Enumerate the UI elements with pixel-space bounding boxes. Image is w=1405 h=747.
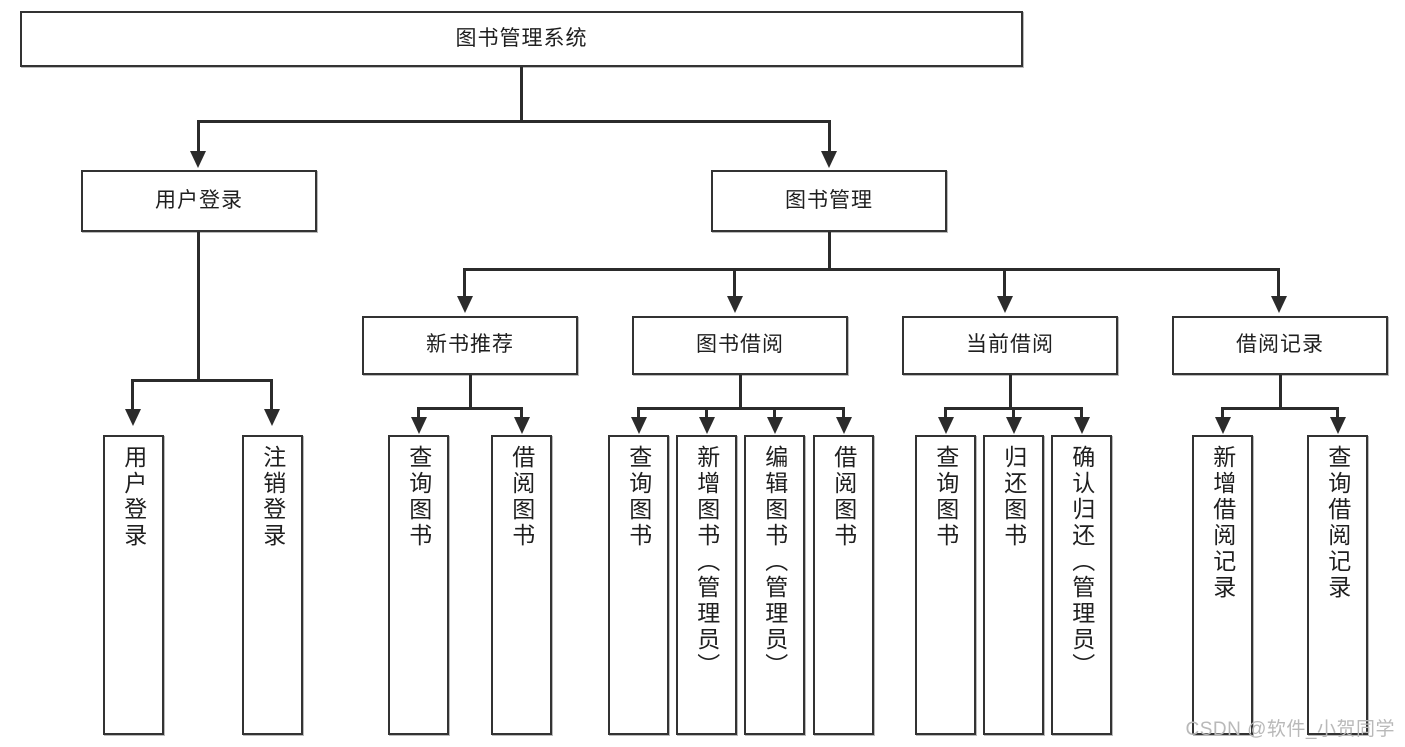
node-label: 查询图书 [625,445,652,549]
node-current-borrow[interactable]: 当前借阅 [902,316,1118,375]
connector-borrow-record-bus [1221,407,1339,410]
node-borrow-record[interactable]: 借阅记录 [1172,316,1388,375]
leaf-borrow-record-add[interactable]: 新增借阅记录 [1192,435,1253,735]
arrowhead-user-login-leaf-1 [125,409,141,426]
node-label: 新书推荐 [426,333,514,357]
arrowhead-book-manage [821,151,837,168]
node-book-manage[interactable]: 图书管理 [711,170,947,232]
node-label: 注销登录 [259,445,286,549]
leaf-current-borrow-return[interactable]: 归还图书 [983,435,1044,735]
node-label: 借阅图书 [830,445,857,549]
watermark-text: CSDN @软件_小贺同学 [1185,719,1395,740]
leaf-book-borrow-borrow[interactable]: 借阅图书 [813,435,874,735]
node-label: 查询借阅记录 [1324,445,1351,601]
arrowhead-borrow-record-leaf-2 [1330,417,1346,434]
connector-new-book-child-1 [417,407,420,419]
connector-current-borrow-child-1 [944,407,947,419]
connector-borrow-record-child-2 [1336,407,1339,419]
connector-user-login-child-2 [270,379,273,411]
connector-current-borrow-stem [1009,375,1012,410]
connector-root-to-book-manage [828,120,831,153]
connector-book-borrow-bus [637,407,845,410]
connector-user-login-stem [197,232,200,382]
arrowhead-borrow-record-leaf-1 [1215,417,1231,434]
arrowhead-new-book-leaf-2 [514,417,530,434]
connector-new-book-child-2 [520,407,523,419]
leaf-current-borrow-confirm-return[interactable]: 确认归还（管理员） [1051,435,1112,735]
node-label: 借阅记录 [1236,333,1324,357]
connector-user-login-bus [131,379,272,382]
connector-book-borrow-stem [739,375,742,410]
arrowhead-current-borrow-leaf-1 [938,417,954,434]
connector-new-book-stem [469,375,472,410]
node-label: 图书管理系统 [455,26,588,50]
connector-book-borrow-child-3 [773,407,776,419]
node-label: 确认归还（管理员） [1068,445,1095,679]
node-label: 归还图书 [1000,445,1027,549]
arrowhead-book-borrow [727,296,743,313]
node-label: 用户登录 [120,445,147,549]
connector-new-book-bus [417,407,523,410]
leaf-new-book-query[interactable]: 查询图书 [388,435,449,735]
connector-to-new-book [463,268,466,298]
connector-to-book-borrow [733,268,736,298]
node-label: 查询图书 [405,445,432,549]
connector-current-borrow-child-3 [1080,407,1083,419]
leaf-user-login-logout[interactable]: 注销登录 [242,435,303,735]
node-book-borrow[interactable]: 图书借阅 [632,316,848,375]
leaf-current-borrow-query[interactable]: 查询图书 [915,435,976,735]
node-label: 借阅图书 [508,445,535,549]
leaf-new-book-borrow[interactable]: 借阅图书 [491,435,552,735]
node-root-system[interactable]: 图书管理系统 [20,11,1023,67]
leaf-user-login-login[interactable]: 用户登录 [103,435,164,735]
arrowhead-user-login [190,151,206,168]
node-new-book-recommend[interactable]: 新书推荐 [362,316,578,375]
connector-current-borrow-child-2 [1012,407,1015,419]
node-label: 新增借阅记录 [1209,445,1236,601]
node-label: 当前借阅 [966,333,1054,357]
leaf-book-borrow-add[interactable]: 新增图书（管理员） [676,435,737,735]
node-label: 查询图书 [932,445,959,549]
arrowhead-book-borrow-leaf-3 [767,417,783,434]
connector-root-bus [197,120,831,123]
connector-borrow-record-child-1 [1221,407,1224,419]
arrowhead-user-login-leaf-2 [264,409,280,426]
connector-book-manage-stem [828,232,831,270]
arrowhead-current-borrow [997,296,1013,313]
connector-book-borrow-child-2 [705,407,708,419]
node-label: 图书管理 [785,188,873,212]
connector-book-borrow-child-4 [842,407,845,419]
arrowhead-current-borrow-leaf-2 [1006,417,1022,434]
connector-borrow-record-stem [1279,375,1282,410]
node-label: 编辑图书（管理员） [761,445,788,679]
connector-book-manage-bus [463,268,1280,271]
arrowhead-book-borrow-leaf-4 [836,417,852,434]
arrowhead-book-borrow-leaf-1 [631,417,647,434]
arrowhead-new-book [457,296,473,313]
leaf-borrow-record-query[interactable]: 查询借阅记录 [1307,435,1368,735]
arrowhead-new-book-leaf-1 [411,417,427,434]
arrowhead-current-borrow-leaf-3 [1074,417,1090,434]
connector-user-login-child-1 [131,379,134,411]
connector-book-borrow-child-1 [637,407,640,419]
arrowhead-book-borrow-leaf-2 [699,417,715,434]
connector-to-borrow-record [1277,268,1280,298]
leaf-book-borrow-edit[interactable]: 编辑图书（管理员） [744,435,805,735]
connector-root-to-user-login [197,120,200,153]
node-label: 新增图书（管理员） [693,445,720,679]
connector-to-current-borrow [1003,268,1006,298]
node-label: 用户登录 [155,188,243,212]
arrowhead-borrow-record [1271,296,1287,313]
leaf-book-borrow-query[interactable]: 查询图书 [608,435,669,735]
connector-root-stem [520,67,523,121]
node-user-login[interactable]: 用户登录 [81,170,317,232]
node-label: 图书借阅 [696,333,784,357]
